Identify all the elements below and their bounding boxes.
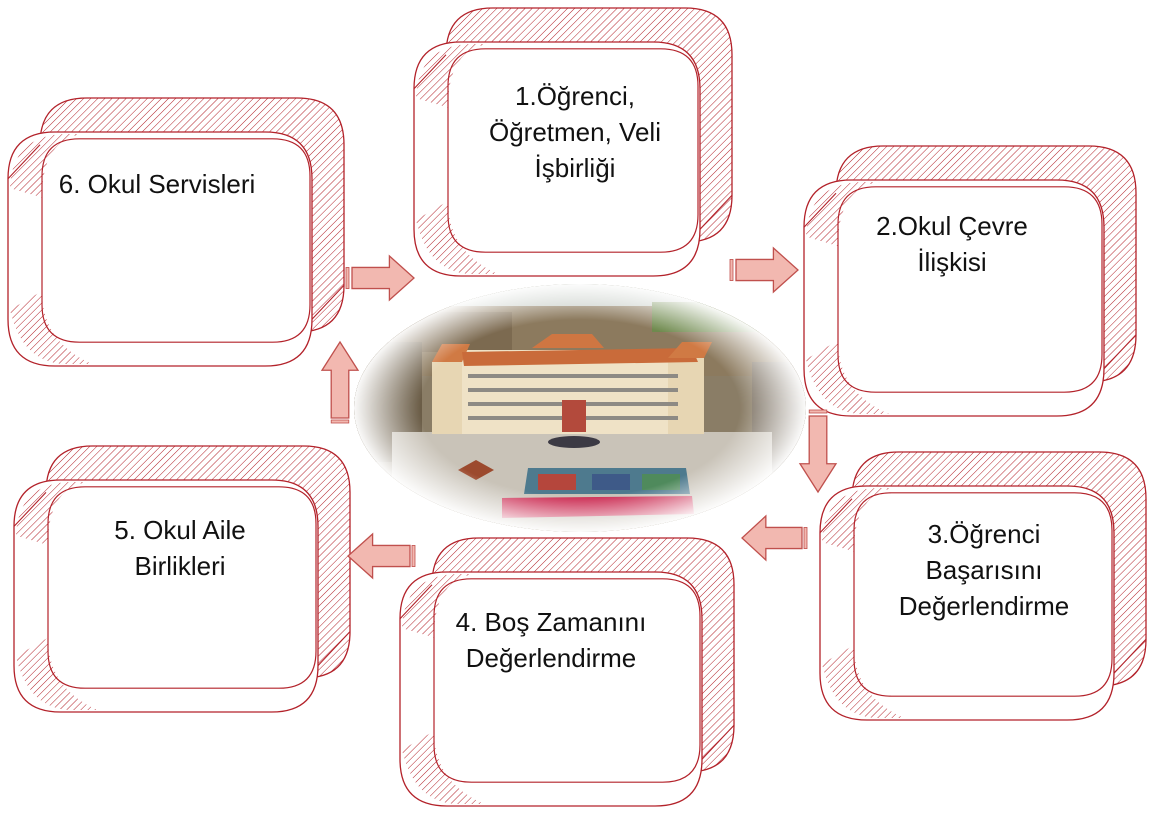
node-2-label: 2.Okul Çevre İlişkisi [876,211,1028,277]
node-1-label: 1.Öğrenci, Öğretmen, Veli İşbirliği [489,81,661,183]
node-3-label: 3.Öğrenci Başarısını Değerlendirme [898,519,1070,621]
node-5-label: 5. Okul Aile Birlikleri [114,515,246,581]
cycle-node-2: 2.Okul Çevre İlişkisi [802,145,1138,418]
arrow-6-to-1 [345,254,416,302]
arrow-1-to-2 [729,246,800,294]
partial-caption [330,790,830,814]
cycle-node-3: 3.Öğrenci Başarısını Değerlendirme [818,451,1148,722]
node-4-label: 4. Boş Zamanını Değerlendirme [455,607,647,673]
cycle-node-4: 4. Boş Zamanını Değerlendirme [398,537,736,808]
cycle-node-1: 1.Öğrenci, Öğretmen, Veli İşbirliği [412,7,734,278]
cycle-node-5: 5. Okul Aile Birlikleri [12,445,352,714]
arrow-4-to-5 [346,532,416,580]
school-aerial-photo [352,282,808,534]
node-6-label: 6. Okul Servisleri [58,169,256,199]
cycle-node-6: 6. Okul Servisleri [6,97,346,368]
arrow-2-to-3 [798,409,838,494]
arrow-3-to-4 [740,514,808,562]
arrow-5-to-6 [320,340,360,424]
